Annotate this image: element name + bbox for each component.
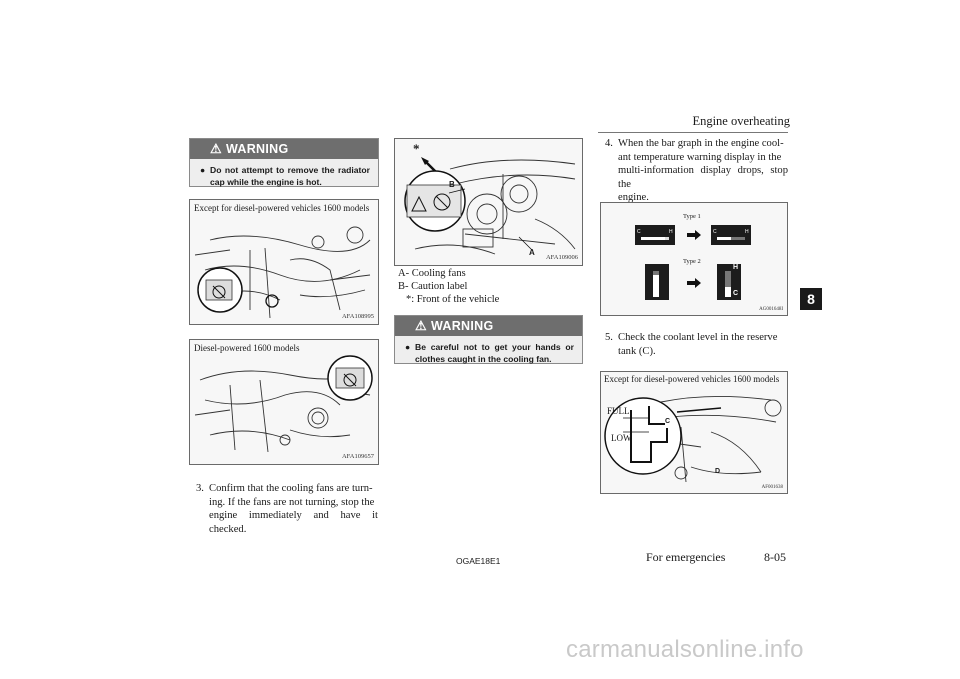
figure-marker-b: B bbox=[449, 180, 455, 189]
step-number: 5. bbox=[605, 332, 613, 343]
step-line: ant temperature warning display in the bbox=[618, 151, 782, 163]
step-line: multi-information display drops, stop th… bbox=[618, 165, 788, 190]
step-number: 4. bbox=[605, 138, 613, 149]
cooling-fans-illustration bbox=[404, 157, 576, 255]
step-3-paragraph: 3. Confirm that the cooling fans are turn… bbox=[196, 482, 378, 536]
legend-item: A- Cooling fans bbox=[398, 267, 578, 280]
footer-document-code: OGAE18E1 bbox=[456, 556, 501, 566]
warning-triangle-icon: ⚠ bbox=[210, 141, 222, 156]
figure-cooling-fans: * B A AFA109006 bbox=[394, 138, 583, 266]
warning-label: WARNING bbox=[430, 319, 494, 333]
footer-page-number: 8-05 bbox=[764, 550, 786, 564]
figure-marker-a: A bbox=[529, 248, 535, 257]
step-5-paragraph: 5. Check the coolant level in the reserve… bbox=[605, 331, 788, 358]
legend-key: B- bbox=[398, 281, 409, 292]
warning-box-radiator: ⚠ WARNING ● Do not attempt to remove the… bbox=[189, 138, 379, 187]
figure-radiator-cap-petrol: Except for diesel-powered vehicles 1600 … bbox=[189, 199, 379, 325]
warning-header: ⚠ WARNING bbox=[190, 139, 378, 159]
warning-text: Be careful not to get your hands or clot… bbox=[415, 342, 574, 364]
step-number: 3. bbox=[196, 483, 204, 494]
gauge-c-mark: C bbox=[713, 229, 717, 235]
step-4-paragraph: 4. When the bar graph in the engine cool-… bbox=[605, 137, 788, 205]
figure-code: AF001638 bbox=[761, 485, 783, 490]
step-line: engine immediately and have it checked. bbox=[209, 510, 378, 535]
header-rule bbox=[598, 132, 788, 133]
figure-temperature-gauge: Type 1 Type 2 C H C H H C AG001648I bbox=[600, 202, 788, 316]
figure-marker-star: * bbox=[413, 141, 420, 156]
figure-caption: Diesel-powered 1600 models bbox=[194, 343, 300, 353]
figure-caption: Except for diesel-powered vehicles 1600 … bbox=[194, 203, 370, 213]
legend-key: *: bbox=[406, 294, 415, 305]
step-line: Check the coolant level in the reserve bbox=[618, 332, 778, 343]
figure-code: AFA109657 bbox=[341, 453, 374, 460]
gauge-type-1-label: Type 1 bbox=[683, 213, 701, 220]
footer-section: For emergencies bbox=[646, 550, 726, 564]
figure-legend: A- Cooling fans B- Caution label *: Fron… bbox=[398, 267, 578, 306]
warning-box-cooling-fan: ⚠ WARNING ● Be careful not to get your h… bbox=[394, 315, 583, 364]
figure-radiator-cap-diesel: Diesel-powered 1600 models AFA109657 bbox=[189, 339, 379, 465]
bullet-icon: ● bbox=[405, 342, 411, 352]
gauge-type-2-label: Type 2 bbox=[683, 258, 701, 265]
page-header-title: Engine overheating bbox=[692, 114, 790, 128]
tank-full-label: FULL bbox=[607, 406, 630, 416]
reserve-tank-illustration bbox=[604, 395, 782, 483]
figure-caption: Except for diesel-powered vehicles 1600 … bbox=[604, 374, 780, 384]
chapter-tab: 8 bbox=[800, 288, 822, 310]
figure-code: AG001648I bbox=[759, 307, 783, 312]
warning-body: ● Be careful not to get your hands or cl… bbox=[395, 336, 582, 369]
step-line: engine. bbox=[618, 192, 649, 203]
legend-item: B- Caution label bbox=[398, 280, 578, 293]
gauge-h-mark: H bbox=[745, 229, 749, 235]
step-line: Confirm that the cooling fans are turn- bbox=[209, 483, 373, 494]
warning-triangle-icon: ⚠ bbox=[415, 318, 427, 333]
tank-marker-d: D bbox=[715, 468, 721, 475]
warning-header: ⚠ WARNING bbox=[395, 316, 582, 336]
gauge-c-mark: C bbox=[637, 229, 641, 235]
gauge-c-mark: C bbox=[733, 290, 739, 297]
gauge-h-mark: H bbox=[669, 229, 673, 235]
legend-item: *: Front of the vehicle bbox=[398, 293, 578, 306]
warning-label: WARNING bbox=[225, 142, 289, 156]
figure-code: AFA109006 bbox=[545, 254, 578, 261]
warning-text: Do not attempt to remove the radiator ca… bbox=[210, 165, 370, 187]
watermark: carmanualsonline.info bbox=[566, 636, 804, 663]
figure-code: AFA108995 bbox=[341, 313, 374, 320]
engine-bay-illustration bbox=[194, 355, 373, 453]
legend-text: Front of the vehicle bbox=[416, 294, 500, 305]
tank-marker-c: C bbox=[665, 418, 671, 425]
warning-body: ● Do not attempt to remove the radiator … bbox=[190, 159, 378, 192]
legend-text: Cooling fans bbox=[411, 268, 466, 279]
legend-text: Caution label bbox=[411, 281, 468, 292]
legend-key: A- bbox=[398, 268, 410, 279]
gauge-illustration bbox=[635, 225, 751, 300]
engine-bay-illustration bbox=[194, 226, 371, 319]
step-line: ing. If the fans are not turning, stop t… bbox=[209, 496, 375, 508]
figure-reserve-tank: Except for diesel-powered vehicles 1600 … bbox=[600, 371, 788, 494]
step-line: When the bar graph in the engine cool- bbox=[618, 138, 784, 149]
bullet-icon: ● bbox=[200, 165, 206, 175]
tank-low-label: LOW bbox=[611, 433, 632, 443]
gauge-h-mark: H bbox=[733, 264, 739, 271]
step-line: tank (C). bbox=[618, 345, 656, 357]
